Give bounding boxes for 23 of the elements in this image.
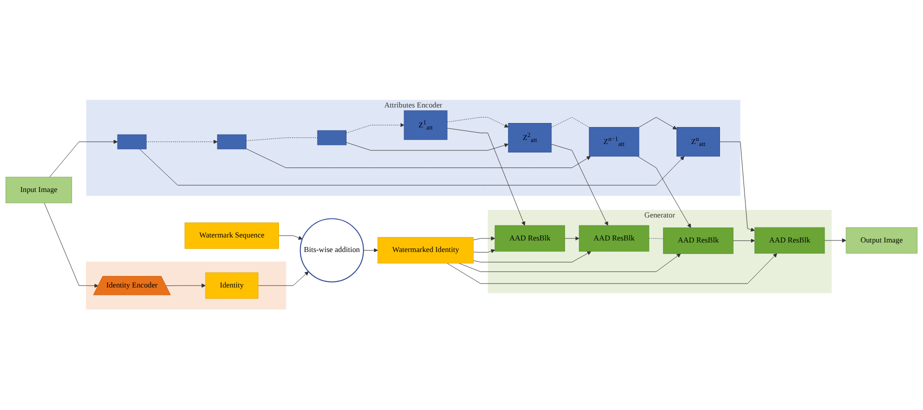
cluster bbox=[86, 262, 286, 310]
node-box bbox=[117, 134, 147, 150]
connector bbox=[246, 138, 318, 142]
node-box bbox=[6, 177, 72, 204]
node-box bbox=[588, 128, 640, 157]
connector bbox=[648, 238, 664, 240]
node-box bbox=[217, 134, 246, 150]
node-box bbox=[508, 123, 552, 153]
connector bbox=[551, 117, 590, 128]
node-box bbox=[578, 226, 650, 252]
node-box bbox=[205, 272, 258, 300]
node-box bbox=[676, 128, 720, 157]
cluster bbox=[488, 210, 832, 294]
node-box bbox=[378, 238, 474, 264]
node-box bbox=[317, 130, 346, 146]
node-box bbox=[494, 226, 566, 252]
cluster bbox=[86, 100, 740, 196]
node-box bbox=[404, 110, 448, 140]
node-box bbox=[754, 228, 825, 254]
node-box bbox=[663, 228, 734, 254]
node-box bbox=[846, 228, 918, 254]
node-box bbox=[184, 222, 279, 250]
node-circle bbox=[300, 218, 364, 283]
